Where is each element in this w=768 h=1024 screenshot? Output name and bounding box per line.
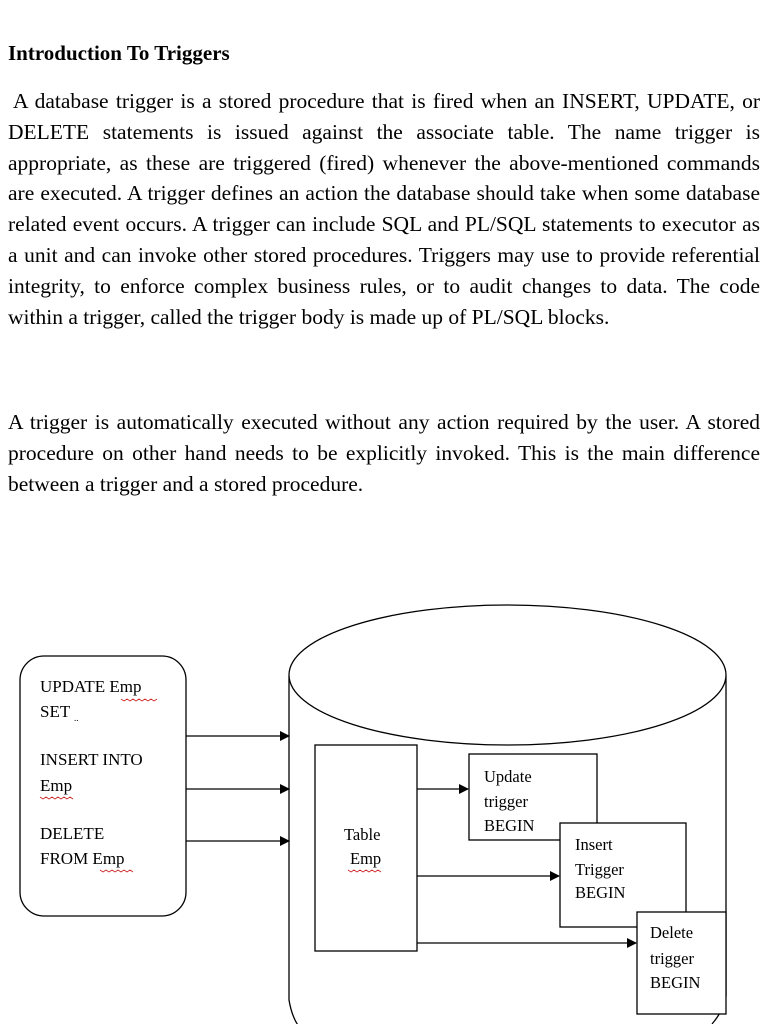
spellcheck-underline bbox=[99, 869, 134, 873]
update-trigger-line2: trigger bbox=[484, 792, 528, 811]
spellcheck-underline bbox=[39, 796, 74, 800]
delete-trigger-line2: trigger bbox=[650, 949, 694, 968]
spellcheck-underline bbox=[347, 869, 382, 873]
delete-statement-line1: DELETE bbox=[40, 824, 104, 843]
table-label-line2: Emp bbox=[350, 849, 381, 868]
spellcheck-underline bbox=[120, 698, 158, 702]
insert-trigger-line2: Trigger bbox=[575, 860, 624, 879]
insert-statement-line2: Emp bbox=[40, 776, 72, 795]
database-cylinder-top bbox=[288, 604, 727, 746]
difference-paragraph: A trigger is automatically executed with… bbox=[8, 410, 760, 496]
insert-trigger-box bbox=[559, 822, 687, 928]
insert-trigger-line3: BEGIN bbox=[575, 883, 625, 902]
table-label-line1: Table bbox=[344, 825, 380, 844]
update-statement-line1: UPDATE Emp bbox=[40, 677, 142, 696]
insert-trigger-line1: Insert bbox=[575, 835, 613, 854]
delete-trigger-line3: BEGIN bbox=[650, 973, 700, 992]
delete-trigger-box bbox=[636, 911, 727, 1015]
trigger-diagram: UPDATE Emp SET .. INSERT INTO Emp DELETE… bbox=[19, 604, 727, 1024]
delete-statement-line2: FROM Emp bbox=[40, 849, 125, 868]
table-emp-box bbox=[314, 744, 418, 952]
intro-paragraph: A database trigger is a stored procedure… bbox=[8, 89, 760, 329]
sql-statements-box bbox=[19, 655, 187, 917]
insert-statement-line1: INSERT INTO bbox=[40, 750, 143, 769]
update-statement-ellipsis: .. bbox=[74, 713, 79, 723]
delete-trigger-line1: Delete bbox=[650, 923, 693, 942]
update-trigger-line3: BEGIN bbox=[484, 816, 534, 835]
page-title: Introduction To Triggers bbox=[8, 41, 230, 65]
update-statement-line2: SET bbox=[40, 702, 71, 721]
update-trigger-line1: Update bbox=[484, 767, 532, 786]
